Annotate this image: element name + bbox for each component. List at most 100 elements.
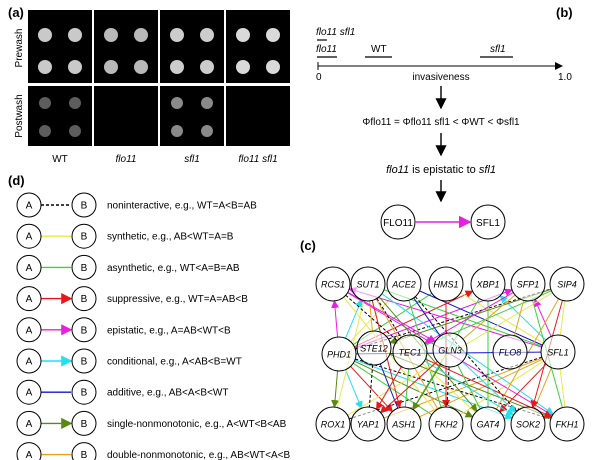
legend-node-b-label: B: [81, 294, 88, 305]
network-edge: [422, 363, 476, 413]
column-label-flo11: flo11: [116, 154, 137, 165]
plate-prewash-flo11-sfl1: [226, 10, 290, 83]
legend-description: additive, e.g., AB<A<B<WT: [107, 388, 228, 399]
legend-node-a: [16, 254, 42, 280]
network-node-circle: [470, 266, 506, 302]
network-edge: [345, 369, 363, 410]
legend-node-b-label: B: [81, 419, 88, 430]
network-node: ACE2: [386, 266, 422, 302]
axis-start-label: 0: [316, 72, 322, 83]
network-edge: [379, 363, 399, 409]
network-edge: [331, 299, 340, 338]
legend-node-b: [71, 442, 97, 460]
network-node-label: GLN3: [438, 346, 462, 356]
network-node-circle: [470, 406, 506, 442]
legend-node-a: [16, 286, 42, 312]
network-node: XBP1: [470, 266, 506, 302]
network-node-label: FKH1: [555, 420, 578, 430]
legend-node-b: [71, 254, 97, 280]
column-label-flo11-sfl1: flo11 sfl1: [238, 154, 277, 165]
network-node-label: ROX1: [321, 420, 346, 430]
legend-description: noninteractive, e.g., WT=A<B=AB: [107, 201, 257, 212]
legend-node-a: [16, 442, 42, 460]
network-edge: [376, 298, 402, 338]
network-edge: [378, 296, 478, 412]
legend-node-a: [16, 410, 42, 436]
network-node: SIP4: [549, 266, 585, 302]
row-label-prewash: Prewash: [14, 29, 25, 68]
network-edge: [513, 300, 525, 336]
legend-description: single-nonmonotonic, e.g., A<WT<B<AB: [107, 419, 287, 430]
legend-node-a-label: A: [26, 201, 33, 212]
network-node: PHD1: [321, 336, 357, 372]
network-node: HMS1: [428, 266, 464, 302]
legend-node-b: [71, 286, 97, 312]
panel-a-label: (a): [8, 5, 24, 20]
plate-prewash-wt: [28, 10, 92, 83]
network-edge: [446, 366, 450, 408]
legend-description: suppressive, e.g., WT=A=AB<B: [107, 294, 248, 305]
network-edge: [381, 293, 554, 415]
legend-node-b: [71, 317, 97, 343]
network-edge: [559, 300, 566, 336]
legend-node-a-label: A: [26, 294, 33, 305]
network-edge: [345, 294, 398, 342]
network-node: GLN3: [432, 332, 468, 368]
legend-node-b: [71, 223, 97, 249]
network-edge: [559, 368, 566, 408]
network-node-circle: [386, 406, 422, 442]
network-edge: [419, 358, 543, 418]
network-edge: [412, 364, 442, 411]
network-node-circle: [350, 406, 386, 442]
legend-node-a: [16, 192, 42, 218]
node-sfl1-label: SFL1: [476, 218, 500, 229]
network-edge: [404, 368, 410, 408]
network-node-label: SFL1: [547, 348, 569, 358]
network-node: ASH1: [386, 406, 422, 442]
network-edge: [499, 363, 547, 413]
network-node: FLO8: [492, 334, 528, 370]
legend-node-a: [16, 317, 42, 343]
node-flo11-label: FLO11: [383, 218, 413, 229]
axis-end-label: 1.0: [558, 72, 572, 83]
network-node-label: FLO8: [499, 348, 522, 358]
network-node-circle: [432, 332, 468, 368]
network-node: SFP1: [510, 266, 546, 302]
plate-postwash-flo11-sfl1: [226, 86, 290, 146]
scale-label-flo11-sfl1: flo11 sfl1: [316, 27, 355, 38]
panel-d-label: (d): [8, 173, 25, 188]
column-label-sfl1: sfl1: [184, 154, 200, 165]
legend-node-b-label: B: [81, 357, 88, 368]
legend-description: double-nonmonotonic, e.g., AB<WT<A<B: [107, 450, 290, 460]
network-node-circle: [350, 266, 386, 302]
scale-label-wt: WT: [371, 44, 387, 55]
network-node-circle: [321, 336, 357, 372]
network-edge: [376, 366, 402, 411]
conclusion: flo11 is epistatic to sfl1: [386, 164, 496, 176]
network-node-label: RCS1: [321, 280, 345, 290]
network-edge: [355, 288, 551, 350]
network-node: ROX1: [315, 406, 351, 442]
legend-description: asynthetic, e.g., WT<A=B=AB: [107, 263, 240, 274]
network-node: YAP1: [350, 406, 386, 442]
plate-prewash-flo11: [94, 10, 158, 83]
panel-c-label: (c): [300, 238, 316, 253]
network-node-circle: [386, 266, 422, 302]
postwash-colonies: [39, 97, 213, 137]
network-node: FKH2: [428, 406, 464, 442]
network-edge: [461, 361, 517, 413]
legend-description: synthetic, e.g., AB<WT=A=B: [107, 232, 234, 243]
network-node-label: GAT4: [477, 420, 500, 430]
row-label-postwash: Postwash: [14, 94, 25, 137]
network-edge: [379, 361, 438, 414]
network-node-label: ASH1: [391, 420, 416, 430]
